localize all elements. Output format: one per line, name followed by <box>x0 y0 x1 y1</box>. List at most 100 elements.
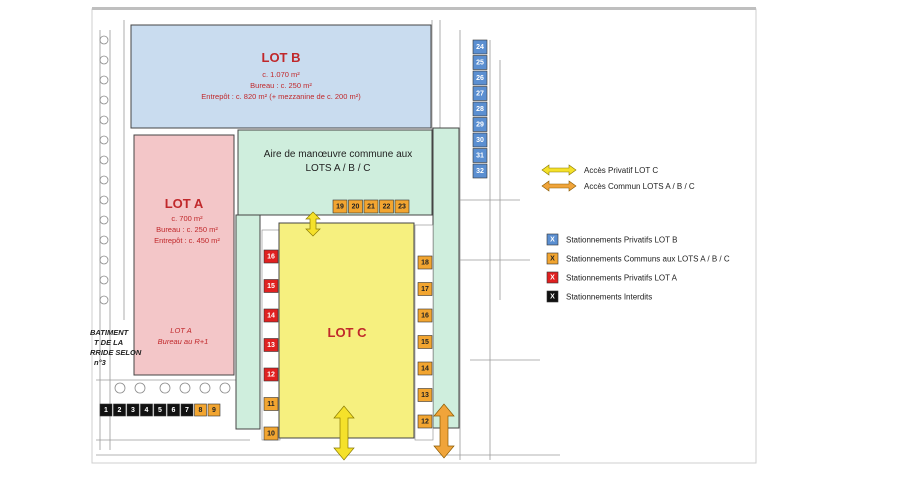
legend-arrow-private: Accès Privatif LOT C <box>541 164 658 176</box>
bottom-row-stall: 1 <box>99 403 113 417</box>
lot-a-office: Bureau : c. 250 m² <box>156 225 218 234</box>
common-stall-number: 23 <box>398 204 406 211</box>
legend-swatch-mark: X <box>550 237 555 244</box>
right-column-stall: 16 <box>417 308 433 323</box>
right-parking-strip <box>414 224 434 441</box>
bottom-row-stall-box <box>207 403 221 417</box>
lot-b-stall-number: 32 <box>476 168 484 175</box>
right-column-stall-box <box>417 255 433 270</box>
left-column-stall-number: 14 <box>267 313 275 320</box>
lot-b-stall-box <box>472 117 488 132</box>
legend-swatch-mark: X <box>550 294 555 301</box>
lot-c-title: LOT C <box>328 325 368 340</box>
left-column-stall: 16 <box>263 249 279 264</box>
bottom-row-stall-number: 6 <box>172 407 176 414</box>
left-column-stall-box <box>263 249 279 264</box>
right-column-stall-number: 13 <box>421 392 429 399</box>
lot-b-stall-box <box>472 148 488 163</box>
bottom-row-stall-number: 2 <box>118 407 122 414</box>
common-stall: 19 <box>332 199 348 214</box>
lot-b-stall: 32 <box>472 163 488 179</box>
bottom-row-stall: 2 <box>113 403 126 417</box>
right-column-stall-number: 18 <box>421 260 429 267</box>
right-column-stall: 13 <box>417 388 433 402</box>
right-column-stall-box <box>417 388 433 402</box>
left-column-stall-box <box>263 426 279 441</box>
lot-b-stall-number: 26 <box>476 75 484 82</box>
right-column-stall-number: 17 <box>421 286 429 293</box>
lot-b-stall-box <box>472 101 488 117</box>
lot-a-area <box>133 134 235 376</box>
bottom-row-stall-box <box>99 403 113 417</box>
lot-b-office: Bureau : c. 250 m² <box>250 81 312 90</box>
lot-b-stall: 25 <box>472 55 488 70</box>
right-column-stall: 14 <box>417 361 433 376</box>
common-lane-right <box>432 127 460 429</box>
bottom-row-stall-number: 3 <box>131 407 135 414</box>
legend-item-label: Stationnements Communs aux LOTS A / B / … <box>566 255 730 264</box>
left-column-stall: 15 <box>263 279 279 293</box>
svg-text:n°3: n°3 <box>94 358 107 367</box>
left-column-stall-number: 11 <box>267 401 275 408</box>
right-column-stall-number: 14 <box>421 366 429 373</box>
right-column-stall-number: 12 <box>421 419 429 426</box>
legend-item-label: Stationnements Privatifs LOT B <box>566 236 677 245</box>
common-stall-box <box>363 199 379 214</box>
left-column-stall-box <box>263 338 279 352</box>
lot-b-stall-number: 27 <box>476 91 484 98</box>
bottom-row-stall-box <box>167 403 180 417</box>
lot-a-title: LOT A <box>165 196 204 211</box>
left-column-stall: 11 <box>263 397 279 411</box>
bottom-row-stall: 4 <box>140 403 153 417</box>
legend-swatch <box>546 271 559 284</box>
common-stall-number: 20 <box>352 204 360 211</box>
plan-top-edge <box>92 7 756 10</box>
lot-b-stall-box <box>472 86 488 101</box>
left-column-stall-box <box>263 279 279 293</box>
left-column-stall: 10 <box>263 426 279 441</box>
common-area-line2: LOTS A / B / C <box>305 163 370 174</box>
right-column-stall-number: 15 <box>421 339 429 346</box>
lot-c-area <box>278 222 415 439</box>
common-lane-left <box>235 214 261 430</box>
lot-b-stall: 24 <box>472 39 488 55</box>
legend: Accès Privatif LOT C Accès Commun LOTS A… <box>541 164 730 303</box>
right-column-stall-box <box>417 308 433 323</box>
common-area-line1: Aire de manœuvre commune aux <box>264 149 412 160</box>
right-column-stall: 12 <box>417 414 433 429</box>
bottom-row-stall-box <box>126 403 140 417</box>
svg-text:BATIMENT: BATIMENT <box>90 328 130 337</box>
common-stall: 20 <box>348 199 363 214</box>
left-column-stall: 12 <box>263 367 279 382</box>
common-stall: 23 <box>394 199 410 214</box>
lot-b-stall: 28 <box>472 101 488 117</box>
lot-b-stall-number: 31 <box>476 153 484 160</box>
common-stall: 21 <box>363 199 379 214</box>
common-stall-box <box>348 199 363 214</box>
bottom-row-stall-number: 9 <box>212 407 216 414</box>
right-column-stall-box <box>417 335 433 349</box>
common-stall-number: 21 <box>367 204 375 211</box>
lot-b-stall-number: 28 <box>476 106 484 113</box>
bottom-row-stall: 7 <box>180 403 194 417</box>
lot-b-stall-box <box>472 132 488 148</box>
left-column-stall: 13 <box>263 338 279 352</box>
bottom-row-stall-box <box>153 403 167 417</box>
legend-item: X Stationnements Privatifs LOT B <box>546 233 677 246</box>
bottom-row-stall-number: 8 <box>199 407 203 414</box>
lot-b-stall-box <box>472 55 488 70</box>
legend-swatch <box>546 252 559 265</box>
lot-a-sub-line: Bureau au R+1 <box>158 337 209 346</box>
bottom-row-stall-number: 4 <box>145 407 149 414</box>
bottom-row-stall: 5 <box>153 403 167 417</box>
right-column-stall-box <box>417 361 433 376</box>
right-column-stall: 18 <box>417 255 433 270</box>
bottom-row-stall-number: 5 <box>158 407 162 414</box>
legend-arrow-common-icon <box>541 180 577 192</box>
legend-swatch <box>546 290 559 303</box>
svg-text:T DE LA: T DE LA <box>94 338 123 347</box>
legend-arrow-common-label: Accès Commun LOTS A / B / C <box>584 182 695 191</box>
left-column-stall-number: 15 <box>267 283 275 290</box>
